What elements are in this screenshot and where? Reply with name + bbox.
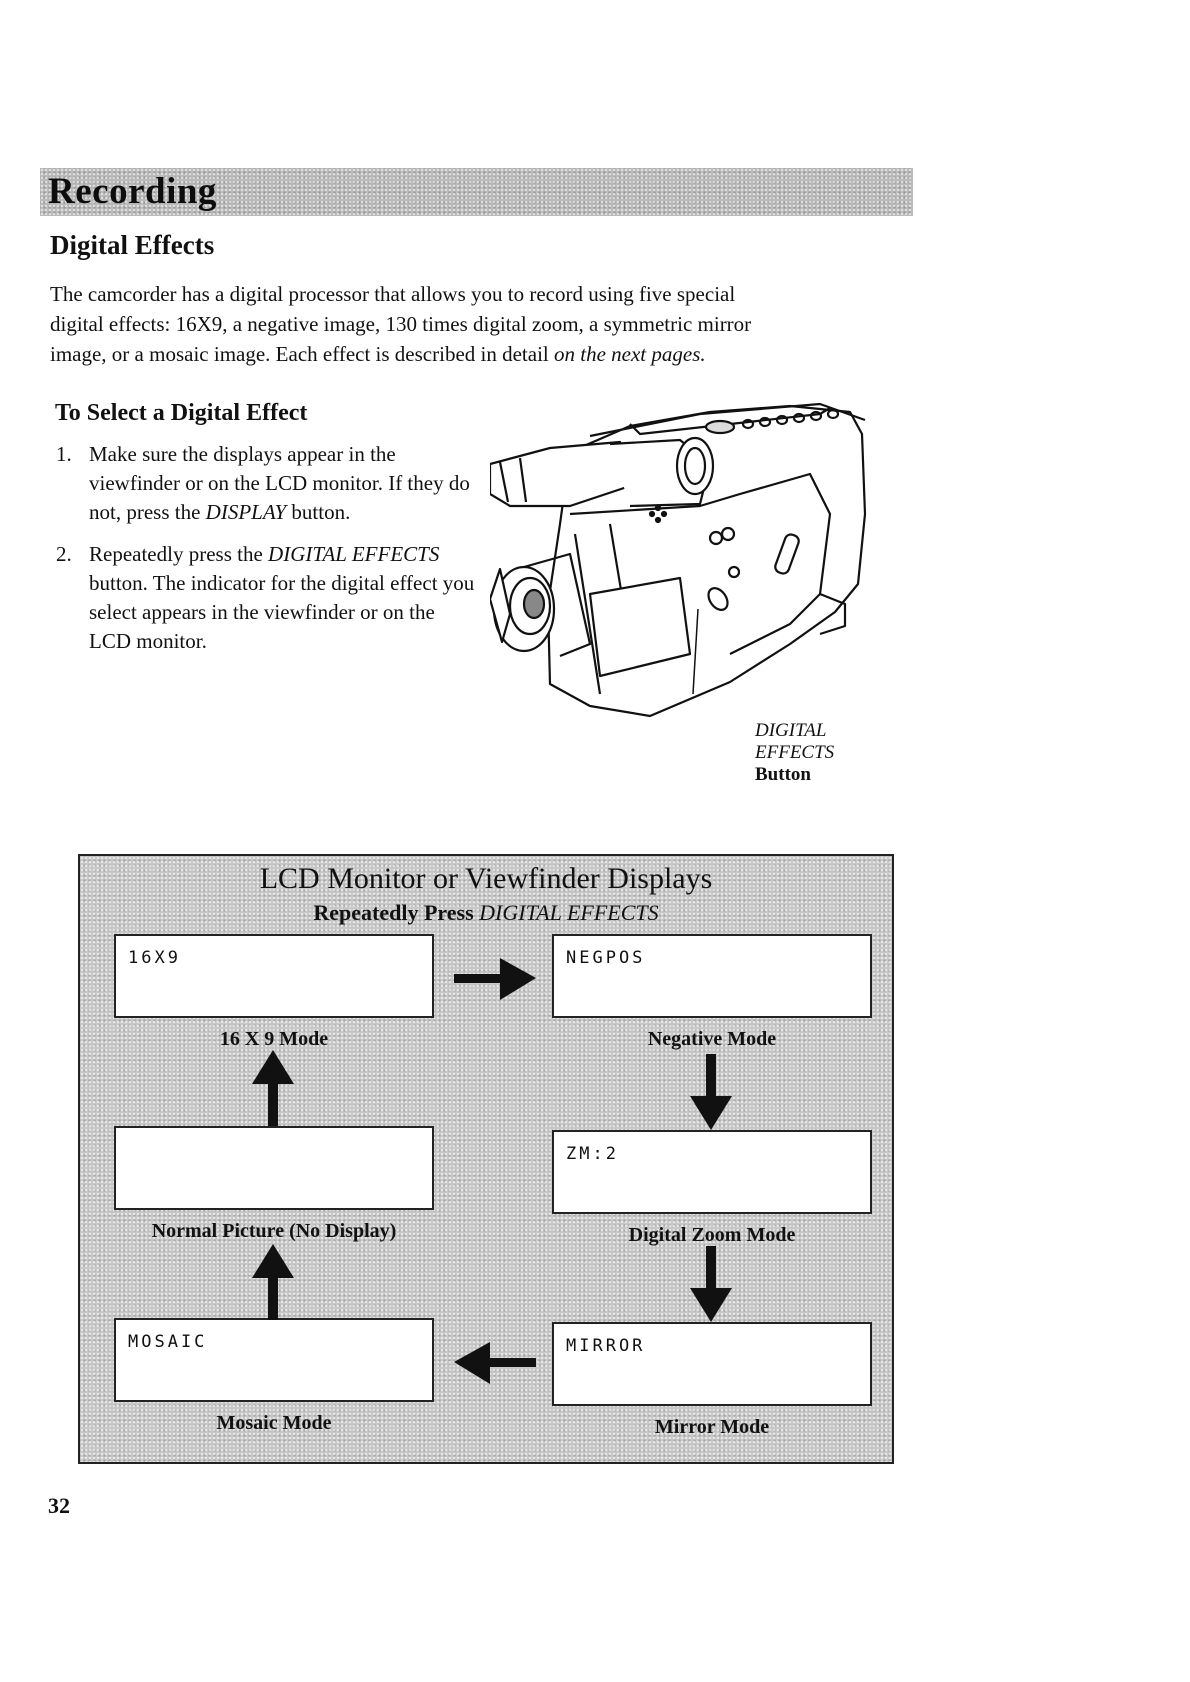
mode-label-zoom: Digital Zoom Mode — [628, 1224, 796, 1246]
panel-subtitle-emphasis: DIGITAL EFFECTS — [479, 900, 659, 925]
arrow-down-icon — [690, 1054, 732, 1130]
screen-code: ZM:2 — [566, 1144, 619, 1164]
figure-caption: DIGITAL EFFECTS Button — [755, 720, 834, 786]
caption-line: EFFECTS — [755, 742, 835, 763]
step-emphasis: DISPLAY — [205, 500, 287, 524]
procedure-heading: To Select a Digital Effect — [55, 400, 308, 426]
step-text: Make sure the displays appear in the vie… — [89, 442, 470, 524]
screen-16x9: 16X9 — [114, 934, 434, 1018]
screen-negpos: NEGPOS — [552, 934, 872, 1018]
section-heading: Digital Effects — [50, 230, 215, 260]
procedure-steps: 1. Make sure the displays appear in the … — [56, 440, 476, 669]
step-text-end: button. — [286, 500, 351, 524]
screen-zoom: ZM:2 — [552, 1130, 872, 1214]
step-number: 2. — [56, 542, 72, 566]
screen-mosaic: MOSAIC — [114, 1318, 434, 1402]
mode-label-mirror: Mirror Mode — [654, 1416, 770, 1438]
screen-code: MOSAIC — [128, 1332, 208, 1352]
arrow-right-icon — [454, 958, 536, 1000]
intro-paragraph: The camcorder has a digital processor th… — [50, 279, 910, 369]
arrow-up-icon — [252, 1050, 294, 1126]
step-text: Repeatedly press the — [89, 542, 269, 566]
intro-line: digital effects: 16X9, a negative image,… — [50, 312, 752, 336]
screen-normal — [114, 1126, 434, 1210]
intro-line: image, or a mosaic image. Each effect is… — [50, 339, 910, 369]
arrow-down-icon — [690, 1246, 732, 1322]
screen-code: 16X9 — [128, 948, 181, 968]
screen-code: NEGPOS — [566, 948, 646, 968]
mode-label-16x9: 16 X 9 Mode — [219, 1028, 329, 1050]
step-text-end: button. The indicator for the digital ef… — [89, 571, 475, 653]
screen-mirror: MIRROR — [552, 1322, 872, 1406]
camcorder-illustration — [490, 402, 867, 718]
intro-line: The camcorder has a digital processor th… — [50, 282, 736, 306]
section-banner: Recording — [40, 168, 913, 216]
banner-title: Recording — [48, 171, 217, 212]
arrow-up-icon — [252, 1244, 294, 1320]
page-number: 32 — [48, 1493, 70, 1518]
display-modes-panel: LCD Monitor or Viewfinder Displays Repea… — [78, 854, 894, 1464]
step-number: 1. — [56, 442, 72, 466]
screen-code: MIRROR — [566, 1336, 646, 1356]
caption-line: Button — [755, 764, 811, 785]
mode-label-mosaic: Mosaic Mode — [216, 1412, 332, 1434]
intro-text: image, or a mosaic image. Each effect is… — [50, 342, 554, 366]
step-item: 2. Repeatedly press the DIGITAL EFFECTS … — [56, 540, 476, 656]
arrow-left-icon — [454, 1342, 536, 1384]
mode-label-normal: Normal Picture (No Display) — [151, 1220, 397, 1242]
caption-line: DIGITAL — [755, 720, 827, 741]
panel-title: LCD Monitor or Viewfinder Displays — [259, 862, 713, 895]
step-item: 1. Make sure the displays appear in the … — [56, 440, 476, 527]
panel-subtitle-text: Repeatedly Press — [313, 900, 480, 925]
panel-subtitle: Repeatedly Press DIGITAL EFFECTS — [80, 900, 892, 926]
mode-label-negative: Negative Mode — [647, 1028, 777, 1050]
intro-emphasis: on the next pages. — [554, 342, 706, 366]
step-emphasis: DIGITAL EFFECTS — [268, 542, 440, 566]
